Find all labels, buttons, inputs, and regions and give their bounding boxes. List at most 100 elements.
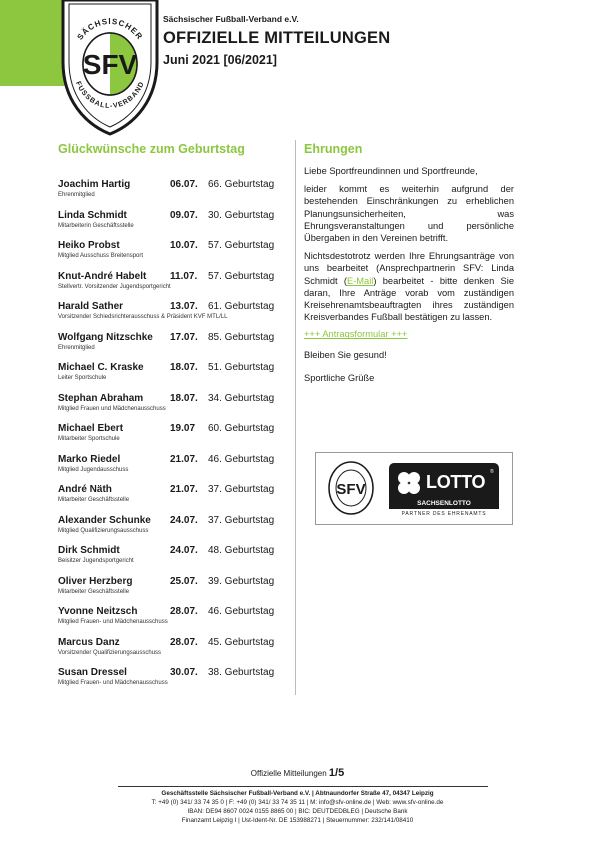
- lotto-wordmark: LOTTO: [426, 472, 486, 492]
- birthday-age: 57. Geburtstag: [208, 240, 275, 251]
- honors-paragraph-1: leider kommt es weiterhin aufgrund der b…: [304, 184, 514, 244]
- birthday-age: 57. Geburtstag: [208, 270, 275, 282]
- birthday-name: Michael Ebert: [58, 423, 124, 434]
- sponsor-banner: SFV LOTTO ® SACHSENLOTTO PARTNER DES EHR…: [315, 452, 513, 525]
- birthday-date: 13.07.: [170, 301, 198, 312]
- page-number: 1/5: [328, 767, 345, 779]
- birthday-date: 10.07.: [170, 240, 198, 251]
- birthday-role: Vorsitzender Schiedsrichterausschuss & P…: [58, 314, 228, 320]
- birthday-name: Heiko Probst: [58, 240, 120, 251]
- sponsor-tagline: PARTNER DES EHRENAMTS: [401, 511, 487, 517]
- birthday-date: 28.07.: [170, 606, 198, 617]
- birthday-age: 66. Geburtstag: [208, 179, 275, 190]
- birthday-role: Stellvertr. Vorsitzender Jugendsportgeri…: [58, 283, 171, 290]
- birthday-name: André Näth: [58, 484, 112, 495]
- birthday-age: 45. Geburtstag: [208, 636, 275, 648]
- footer-address: Geschäftsstelle Sächsischer Fußball-Verb…: [161, 790, 434, 797]
- birthday-date: 18.07.: [170, 392, 198, 404]
- birthday-date: 21.07.: [170, 453, 198, 465]
- honors-section: Ehrungen Liebe Sportfreundinnen und Spor…: [304, 142, 514, 388]
- page-reference-label: Offizielle Mitteilungen: [250, 769, 327, 778]
- birthday-role: Ehrenmitglied: [58, 344, 95, 351]
- honors-paragraph-2-start: Nichtsdestotrotz werden Ihre Ehrungsantr…: [304, 251, 514, 286]
- birthday-age: 37. Geburtstag: [208, 514, 275, 526]
- birthday-date: 24.07.: [170, 514, 198, 526]
- birthday-role: Vorsitzender Qualifizierungsausschuss: [58, 649, 162, 656]
- birthday-date: 24.07.: [170, 545, 198, 556]
- birthday-date: 18.07.: [170, 362, 198, 373]
- seal-letters: SFV: [83, 49, 138, 80]
- birthday-name: Joachim Hartig: [58, 179, 131, 190]
- honors-closing: Sportliche Grüße: [304, 372, 375, 383]
- honors-paragraph-2-end: ) bearbeitet - bitte denken Sie daran, I…: [304, 275, 514, 323]
- clover-icon: [398, 472, 420, 494]
- birthday-name: Stephan Abraham: [58, 392, 144, 404]
- birthday-name: Harald Sather: [58, 301, 124, 312]
- birthday-name: Alexander Schunke: [58, 514, 151, 526]
- lotto-logo: LOTTO ®: [389, 463, 499, 503]
- birthday-name: Marko Riedel: [58, 453, 121, 465]
- birthday-name: Linda Schmidt: [58, 209, 127, 221]
- header-background: [152, 0, 595, 86]
- birthday-age: 60. Geburtstag: [208, 423, 275, 434]
- birthday-role: Mitglied Qualifizierungsausschuss: [58, 527, 149, 534]
- birthday-age: 39. Geburtstag: [208, 575, 275, 587]
- sachsenlotto-label: SACHSENLOTTO: [389, 499, 499, 509]
- birthday-role: Leiter Sportschule: [58, 375, 107, 381]
- column-divider: [295, 140, 296, 695]
- birthday-date: 28.07.: [170, 636, 198, 648]
- birthday-age: 30. Geburtstag: [208, 209, 275, 221]
- birthday-date: 06.07.: [170, 179, 198, 190]
- lotto-logo-block: LOTTO ® SACHSENLOTTO PARTNER DES EHRENAM…: [386, 459, 506, 519]
- page-reference: Offizielle Mitteilungen 1/5: [0, 767, 595, 779]
- birthday-role: Ehrenmitglied: [58, 192, 95, 198]
- email-link[interactable]: E-Mail: [347, 275, 374, 286]
- registered-mark: ®: [490, 469, 494, 475]
- birthday-role: Beisitzer Jugendsportgericht: [58, 558, 134, 564]
- form-link-line: +++ Antragsformular +++: [304, 329, 514, 339]
- birthday-role: Mitarbeiter Geschäftsstelle: [58, 497, 130, 503]
- birthday-role: Mitarbeiter Sportschule: [58, 436, 120, 442]
- birthday-role: Mitarbeiter Geschäftsstelle: [58, 588, 130, 595]
- birthday-age: 51. Geburtstag: [208, 362, 275, 373]
- birthday-name: Knut-André Habelt: [58, 270, 147, 282]
- birthday-date: 25.07.: [170, 575, 198, 587]
- sponsor-sfv-logo: SFV: [328, 461, 374, 515]
- birthday-age: 61. Geburtstag: [208, 301, 275, 312]
- issue-date: Juni 2021 [06/2021]: [163, 53, 277, 67]
- honors-greeting: Liebe Sportfreundinnen und Sportfreunde,: [304, 166, 478, 176]
- birthday-name: Dirk Schmidt: [58, 545, 120, 556]
- birthday-date: 17.07.: [170, 331, 198, 343]
- honors-paragraph-2: Nichtsdestotrotz werden Ihre Ehrungsantr…: [304, 250, 514, 323]
- birthday-age: 46. Geburtstag: [208, 606, 275, 617]
- birthday-role: Mitglied Frauen und Mädchenausschuss: [58, 405, 166, 412]
- birthday-date: 09.07.: [170, 209, 198, 221]
- birthday-name: Marcus Danz: [58, 636, 120, 648]
- birthday-role: Mitglied Frauen- und Mädchenausschuss: [58, 680, 168, 686]
- org-name: Sächsischer Fußball-Verband e.V.: [163, 14, 299, 24]
- birthday-age: 46. Geburtstag: [208, 453, 275, 465]
- birthday-age: 37. Geburtstag: [208, 484, 275, 495]
- footer-tax: Finanzamt Leipzig I | Ust-Ident-Nr. DE 1…: [181, 817, 414, 824]
- application-form-link[interactable]: +++ Antragsformular +++: [304, 329, 408, 340]
- birthday-role: Mitglied Ausschuss Breitensport: [58, 253, 144, 259]
- birthday-section-title: Glückwünsche zum Geburtstag: [58, 142, 245, 156]
- birthday-role: Mitarbeiterin Geschäftsstelle: [58, 222, 134, 229]
- birthday-role: Mitglied Frauen- und Mädchenausschuss: [58, 619, 168, 625]
